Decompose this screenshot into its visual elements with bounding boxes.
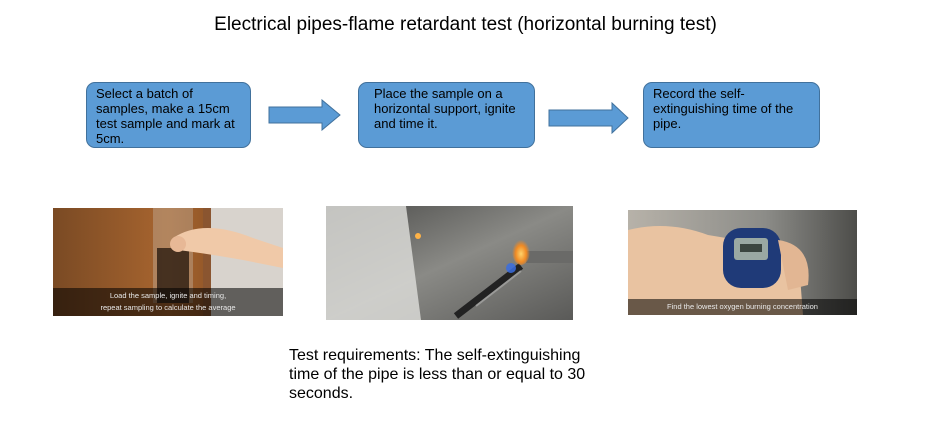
step-3-box: Record the self-extinguishing time of th… bbox=[643, 82, 820, 148]
photo-1-caption-line-2: repeat sampling to calculate the average bbox=[100, 303, 236, 312]
step-1-text: Select a batch of samples, make a 15cm t… bbox=[96, 86, 235, 146]
step-1-box: Select a batch of samples, make a 15cm t… bbox=[86, 82, 251, 148]
photo-ignite bbox=[326, 206, 573, 320]
photo-load-sample: Load the sample, ignite and timing, repe… bbox=[53, 208, 283, 316]
photo-1-caption-line-1: Load the sample, ignite and timing, bbox=[109, 291, 227, 300]
arrow-right-icon bbox=[268, 99, 341, 131]
step-3-text: Record the self-extinguishing time of th… bbox=[653, 86, 794, 131]
photo-3-caption: Find the lowest oxygen burning concentra… bbox=[628, 299, 857, 315]
photo-3-caption-line-1: Find the lowest oxygen burning concentra… bbox=[667, 302, 818, 311]
step-2-text: Place the sample on a horizontal support… bbox=[374, 86, 516, 131]
test-requirements-text: Test requirements: The self-extinguishin… bbox=[289, 347, 586, 402]
page-title: Electrical pipes-flame retardant test (h… bbox=[214, 14, 717, 35]
photo-1-caption: Load the sample, ignite and timing, repe… bbox=[53, 288, 283, 316]
arrow-right-icon bbox=[548, 102, 629, 134]
photo-stopwatch: Find the lowest oxygen burning concentra… bbox=[628, 210, 857, 315]
step-2-box: Place the sample on a horizontal support… bbox=[358, 82, 535, 148]
